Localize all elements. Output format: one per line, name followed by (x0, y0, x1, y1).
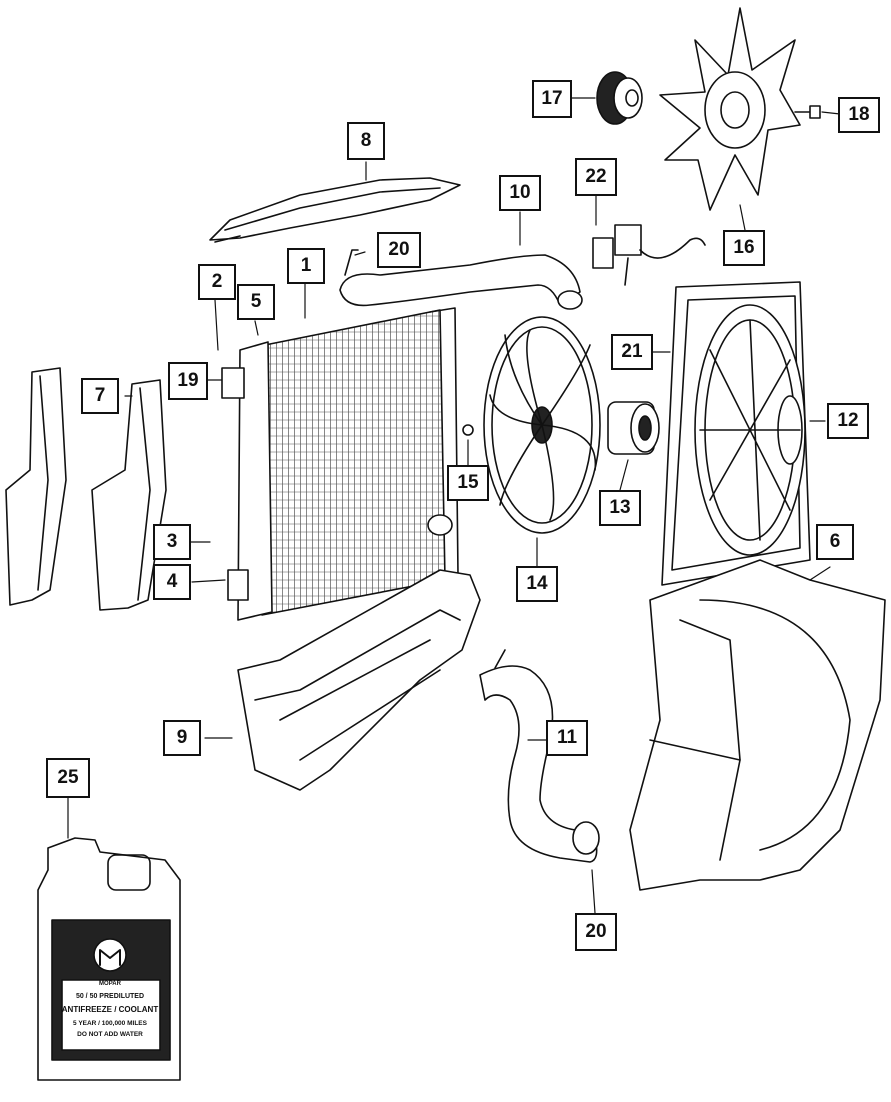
callout-6[interactable]: 6 (816, 524, 854, 560)
callout-9[interactable]: 9 (163, 720, 201, 756)
callout-16[interactable]: 16 (723, 230, 765, 266)
electric-fan-part (483, 316, 601, 534)
lower-hose-part (479, 649, 600, 863)
jug-line3: 5 YEAR / 100,000 MILES (73, 1020, 148, 1027)
side-bracket-part (5, 367, 167, 611)
fan-harness-part (592, 224, 706, 286)
callout-8[interactable]: 8 (347, 122, 385, 160)
coolant-jug-part (37, 837, 181, 1081)
lower-deflector-part (237, 569, 481, 791)
jug-brand: MOPAR (99, 981, 122, 987)
callout-25[interactable]: 25 (46, 758, 90, 798)
callout-4[interactable]: 4 (153, 564, 191, 600)
upper-hose-part (339, 249, 583, 310)
nut-part (462, 424, 474, 436)
callout-2[interactable]: 2 (198, 264, 236, 300)
callout-12[interactable]: 12 (827, 403, 869, 439)
callout-21[interactable]: 21 (611, 334, 653, 370)
callout-14[interactable]: 14 (516, 566, 558, 602)
jug-line4: DO NOT ADD WATER (77, 1031, 143, 1038)
callout-5[interactable]: 5 (237, 284, 275, 320)
callout-13[interactable]: 13 (599, 490, 641, 526)
callout-11[interactable]: 11 (546, 720, 588, 756)
callout-10[interactable]: 10 (499, 175, 541, 211)
callout-20-top[interactable]: 20 (377, 232, 421, 268)
callout-18[interactable]: 18 (838, 97, 880, 133)
jug-line2: ANTIFREEZE / COOLANT (62, 1005, 159, 1014)
callout-19[interactable]: 19 (168, 362, 208, 400)
callout-17[interactable]: 17 (532, 80, 572, 118)
callout-20-bottom[interactable]: 20 (575, 913, 617, 951)
upper-shield-part (209, 177, 461, 243)
callout-22[interactable]: 22 (575, 158, 617, 196)
jug-line1: 50 / 50 PREDILUTED (76, 993, 144, 1000)
radiator-part (221, 307, 459, 621)
fan-motor-part (607, 401, 660, 455)
bolt-part (794, 105, 821, 119)
fan-shroud-part (661, 281, 811, 586)
callout-1[interactable]: 1 (287, 248, 325, 284)
leader-lines (67, 97, 841, 914)
callout-15[interactable]: 15 (447, 465, 489, 501)
mechanical-fan-part (659, 7, 801, 211)
fan-clutch-part (596, 71, 643, 125)
callout-7[interactable]: 7 (81, 378, 119, 414)
lower-shroud-part (629, 559, 886, 891)
callout-3[interactable]: 3 (153, 524, 191, 560)
